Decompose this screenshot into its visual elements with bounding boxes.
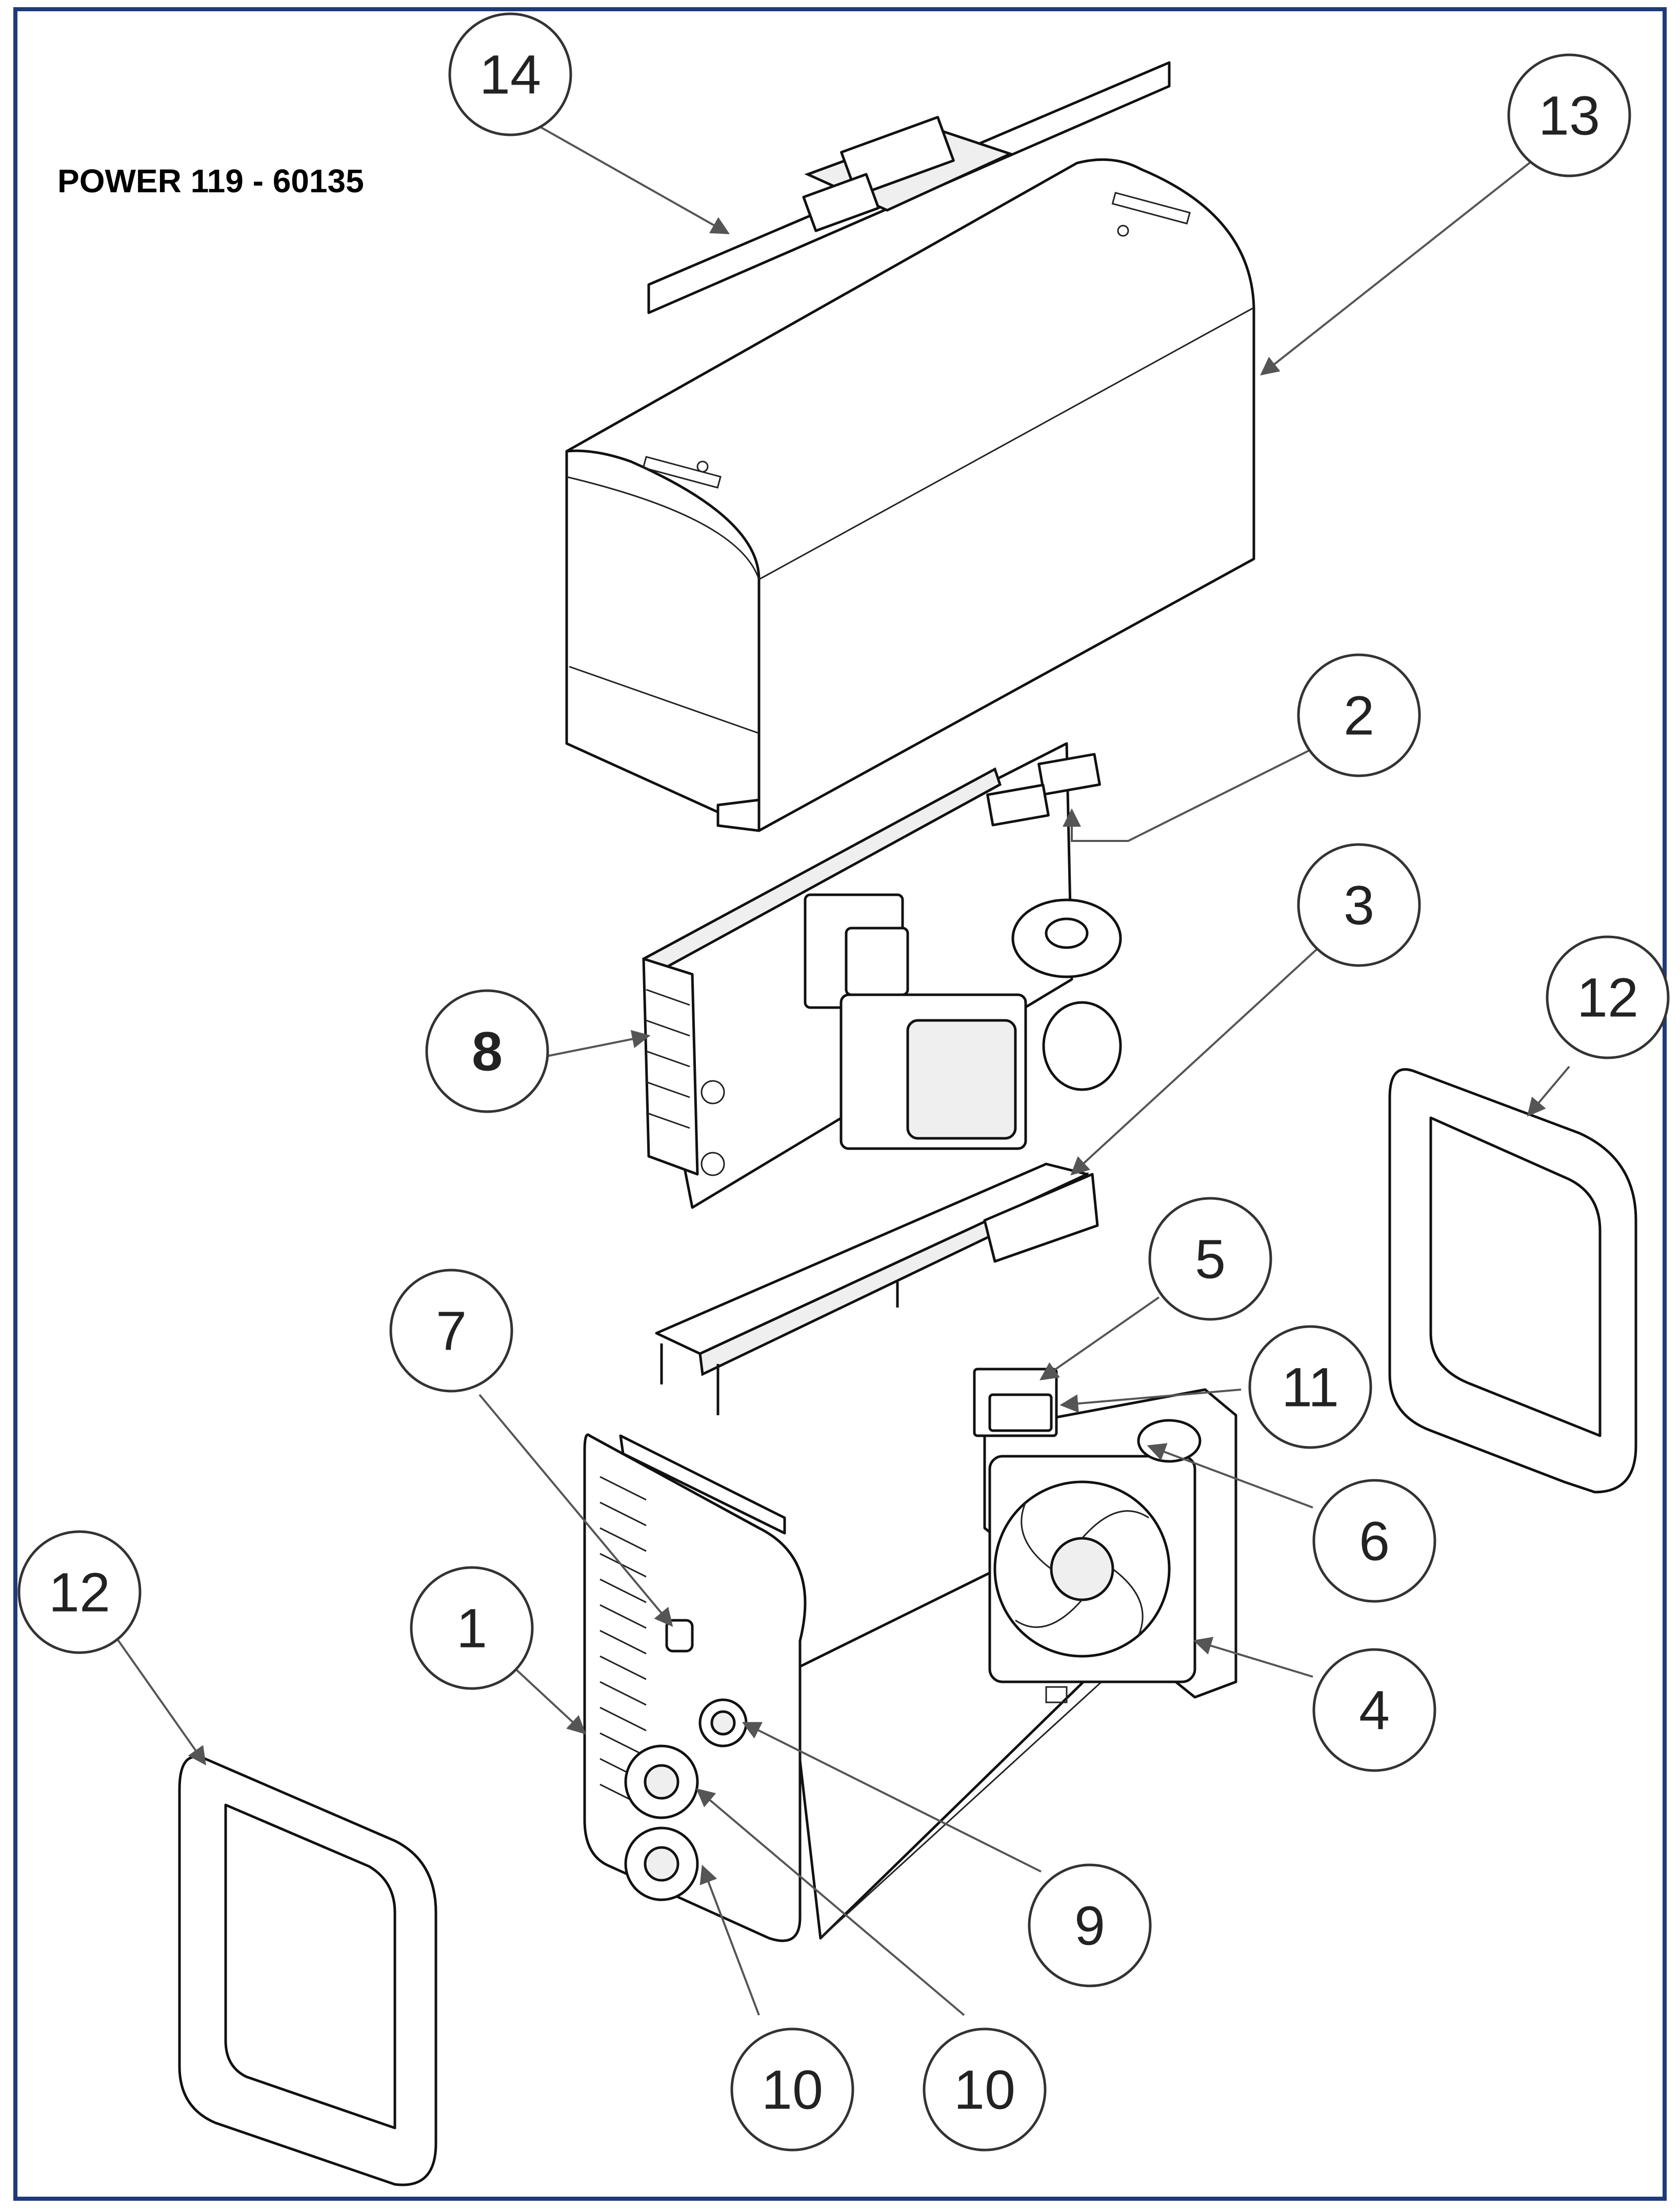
leader-6	[1147, 1443, 1313, 1509]
leader-1	[512, 1665, 586, 1735]
part-lower-bracket	[655, 1162, 1099, 1415]
leader-8	[546, 1030, 651, 1057]
callout-9: 9	[1028, 1863, 1152, 1987]
part-top-cover	[565, 158, 1255, 832]
part-front-panel	[583, 1433, 807, 1942]
leader-lines	[107, 122, 1570, 2016]
leader-12-left	[107, 1624, 207, 1765]
callout-13: 13	[1507, 53, 1631, 177]
leader-4	[1193, 1637, 1313, 1678]
callout-14-label: 14	[479, 44, 541, 106]
callout-10-left-label: 10	[762, 2059, 823, 2121]
callout-10-left: 10	[730, 2027, 854, 2152]
leader-11	[1059, 1389, 1242, 1413]
part-heatsink	[642, 957, 699, 1176]
callout-9-label: 9	[1074, 1895, 1105, 1957]
leader-9	[742, 1722, 1042, 1873]
callout-12-right-label: 12	[1577, 967, 1638, 1029]
callout-7: 7	[389, 1269, 513, 1393]
callout-7-label: 7	[436, 1300, 467, 1362]
leader-12-right	[1527, 1066, 1570, 1117]
callout-6-label: 6	[1359, 1510, 1390, 1572]
callout-8-label: 8	[472, 1020, 503, 1082]
leader-13	[1260, 153, 1542, 376]
diagram-title: POWER 119 - 60135	[57, 163, 364, 199]
callout-13-label: 13	[1538, 85, 1600, 147]
callout-10-right-label: 10	[954, 2059, 1015, 2121]
part-rear-fan-panel	[973, 1368, 1237, 1699]
callout-4-label: 4	[1359, 1679, 1390, 1741]
callout-3-label: 3	[1344, 874, 1374, 936]
callout-12-left-label: 12	[49, 1561, 110, 1623]
callout-1: 1	[410, 1566, 534, 1690]
callout-1-label: 1	[456, 1597, 487, 1659]
callout-5-label: 5	[1195, 1228, 1226, 1290]
callout-11: 11	[1248, 1325, 1372, 1449]
leader-3	[1070, 942, 1324, 1176]
callout-12-left: 12	[17, 1530, 142, 1654]
callout-10-right: 10	[923, 2027, 1047, 2152]
callout-4: 4	[1312, 1648, 1436, 1772]
callout-11-label: 11	[1282, 1356, 1339, 1418]
callout-2-label: 2	[1344, 685, 1374, 747]
leader-14	[533, 122, 730, 234]
callout-5: 5	[1148, 1197, 1272, 1321]
callout-6: 6	[1312, 1479, 1436, 1603]
leader-5	[1039, 1296, 1160, 1381]
part-handle-strap	[647, 61, 1171, 314]
callout-2: 2	[1297, 653, 1421, 777]
leader-10-right	[696, 1788, 965, 2016]
leader-7	[478, 1394, 673, 1627]
part-end-frame-right	[1388, 1068, 1637, 1494]
leader-2	[1063, 748, 1313, 842]
callout-3: 3	[1297, 843, 1421, 967]
callout-14: 14	[448, 12, 572, 136]
part-main-pcb	[642, 742, 1122, 1209]
callout-8: 8	[425, 989, 549, 1113]
part-end-frame-left	[178, 1755, 437, 2186]
callout-12-right: 12	[1546, 935, 1670, 1059]
leader-10-left	[699, 1864, 760, 2016]
